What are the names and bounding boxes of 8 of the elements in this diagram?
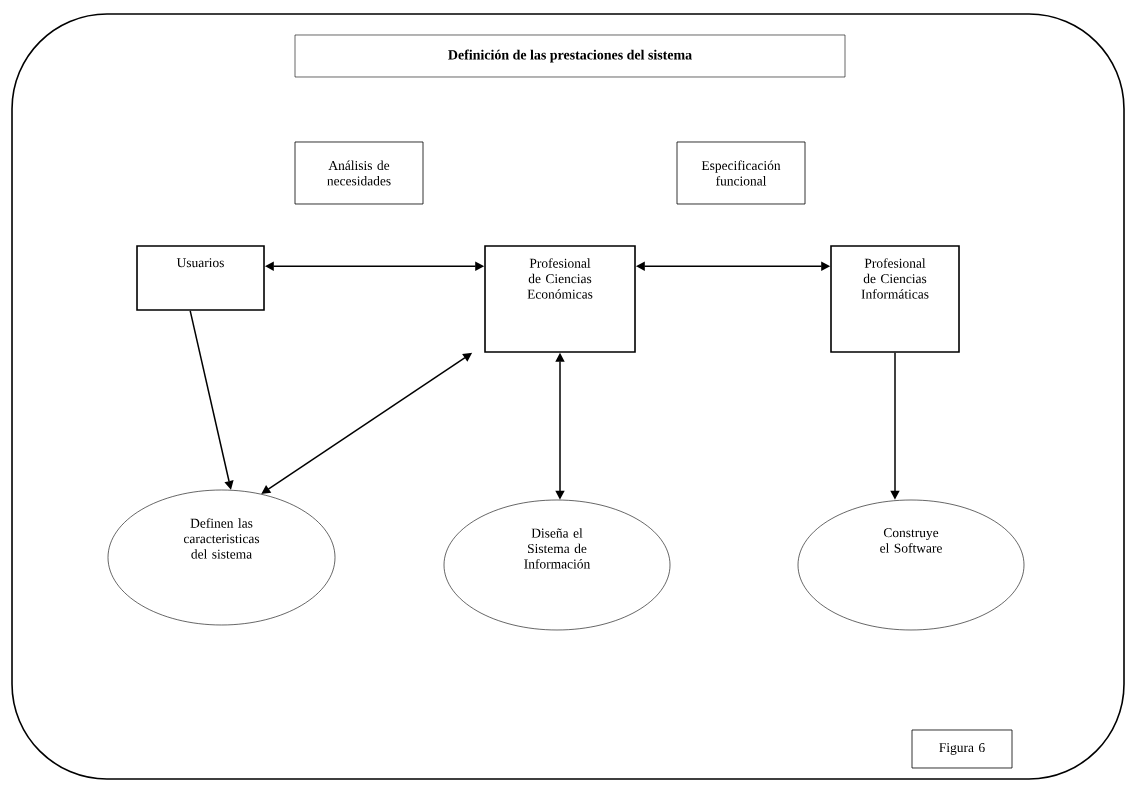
arrow (189, 310, 234, 490)
text-box: Análisis de necesidades (294, 141, 424, 205)
title-box: Definición de las prestaciones del sistema (294, 34, 846, 78)
text-box: Figura 6 (911, 729, 1013, 769)
role-box: Profesional de Ciencias Económicas (484, 245, 636, 353)
role-box: Profesional de Ciencias Informáticas (830, 245, 960, 353)
text-box: Especificación funcional (676, 141, 806, 205)
role-box: Usuarios (136, 245, 265, 311)
